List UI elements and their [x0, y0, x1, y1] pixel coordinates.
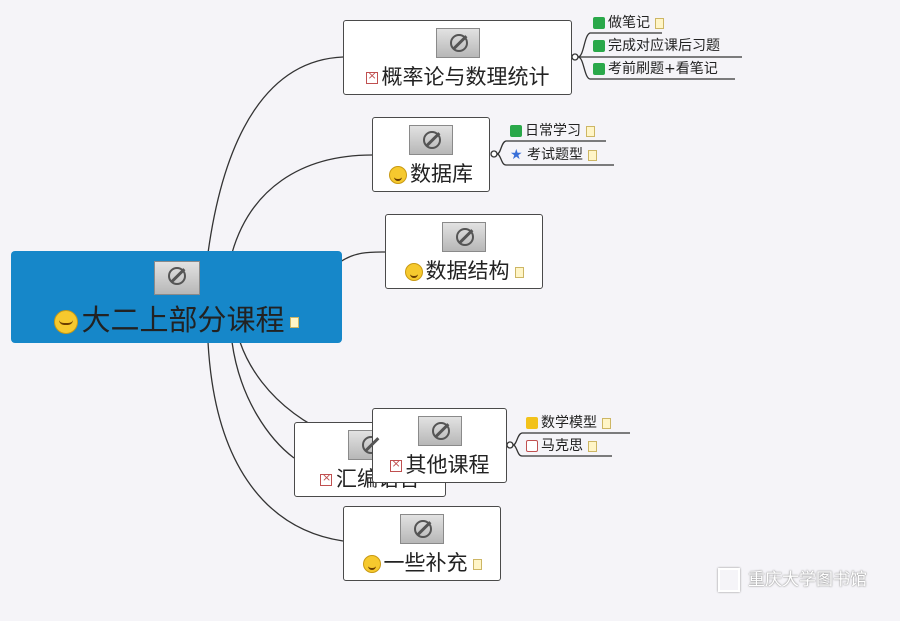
topic-data-structure[interactable]: 数据结构: [385, 214, 543, 289]
sleepy-face-icon: [389, 166, 407, 184]
smiling-face-icon: [362, 555, 381, 573]
neutral-face-icon: [404, 263, 423, 281]
red-x-icon: [526, 440, 538, 452]
pencil-icon: [593, 63, 605, 75]
link-db: [231, 154, 373, 254]
star-icon: ★: [510, 147, 523, 163]
red-x-icon: [365, 69, 378, 84]
topic-other-courses[interactable]: 其他课程: [372, 408, 507, 483]
link-extra: [207, 341, 344, 542]
red-x-icon: [320, 471, 332, 486]
link-ds: [339, 251, 386, 263]
topic-label: 其他课程: [405, 453, 490, 477]
image-placeholder-icon: [400, 514, 444, 544]
link-prob: [207, 56, 344, 254]
image-placeholder-icon: [442, 222, 486, 252]
image-placeholder-icon: [409, 125, 453, 155]
image-placeholder-icon: [435, 28, 480, 58]
red-x-icon: [389, 457, 402, 472]
pencil-icon: [593, 17, 605, 29]
image-placeholder-icon: [153, 261, 200, 295]
topic-label: 数据库: [410, 162, 473, 186]
link-asm: [231, 341, 295, 459]
note-icon: [588, 149, 597, 161]
topic-probability[interactable]: 概率论与数理统计: [343, 20, 572, 95]
note-icon: [588, 440, 597, 452]
subtopic-take-notes[interactable]: 做笔记: [593, 13, 664, 33]
root-label: 大二上部分课程: [81, 303, 285, 337]
expand-icon: [510, 125, 522, 137]
subtopic-math-modeling[interactable]: 数学模型: [526, 413, 611, 433]
note-icon: [586, 125, 595, 137]
library-watermark: 重庆大学图书馆: [718, 567, 867, 593]
subtopic-marxism[interactable]: 马克思: [526, 436, 597, 456]
note-icon: [472, 558, 482, 570]
subtopic-homework[interactable]: 完成对应课后习题: [593, 36, 720, 56]
topic-label: 数据结构: [425, 259, 510, 283]
image-placeholder-icon: [417, 416, 462, 446]
subtopic-daily-study[interactable]: 日常学习: [510, 121, 595, 141]
topic-label: 一些补充: [383, 551, 468, 575]
trophy-icon: [526, 417, 538, 429]
topic-label: 概率论与数理统计: [381, 65, 550, 89]
root-topic[interactable]: 大二上部分课程: [11, 251, 342, 343]
topic-supplement[interactable]: 一些补充: [343, 506, 501, 581]
note-icon: [289, 316, 299, 328]
pencil-icon: [593, 40, 605, 52]
grinning-face-icon: [54, 310, 79, 334]
subtopic-exam-types[interactable]: ★考试题型: [510, 145, 597, 165]
note-icon: [514, 266, 524, 278]
topic-database[interactable]: 数据库: [372, 117, 490, 192]
note-icon: [602, 417, 611, 429]
library-logo-icon: [718, 568, 740, 592]
subtopic-exam-review[interactable]: 考前刷题+看笔记: [593, 59, 718, 79]
note-icon: [655, 17, 664, 29]
